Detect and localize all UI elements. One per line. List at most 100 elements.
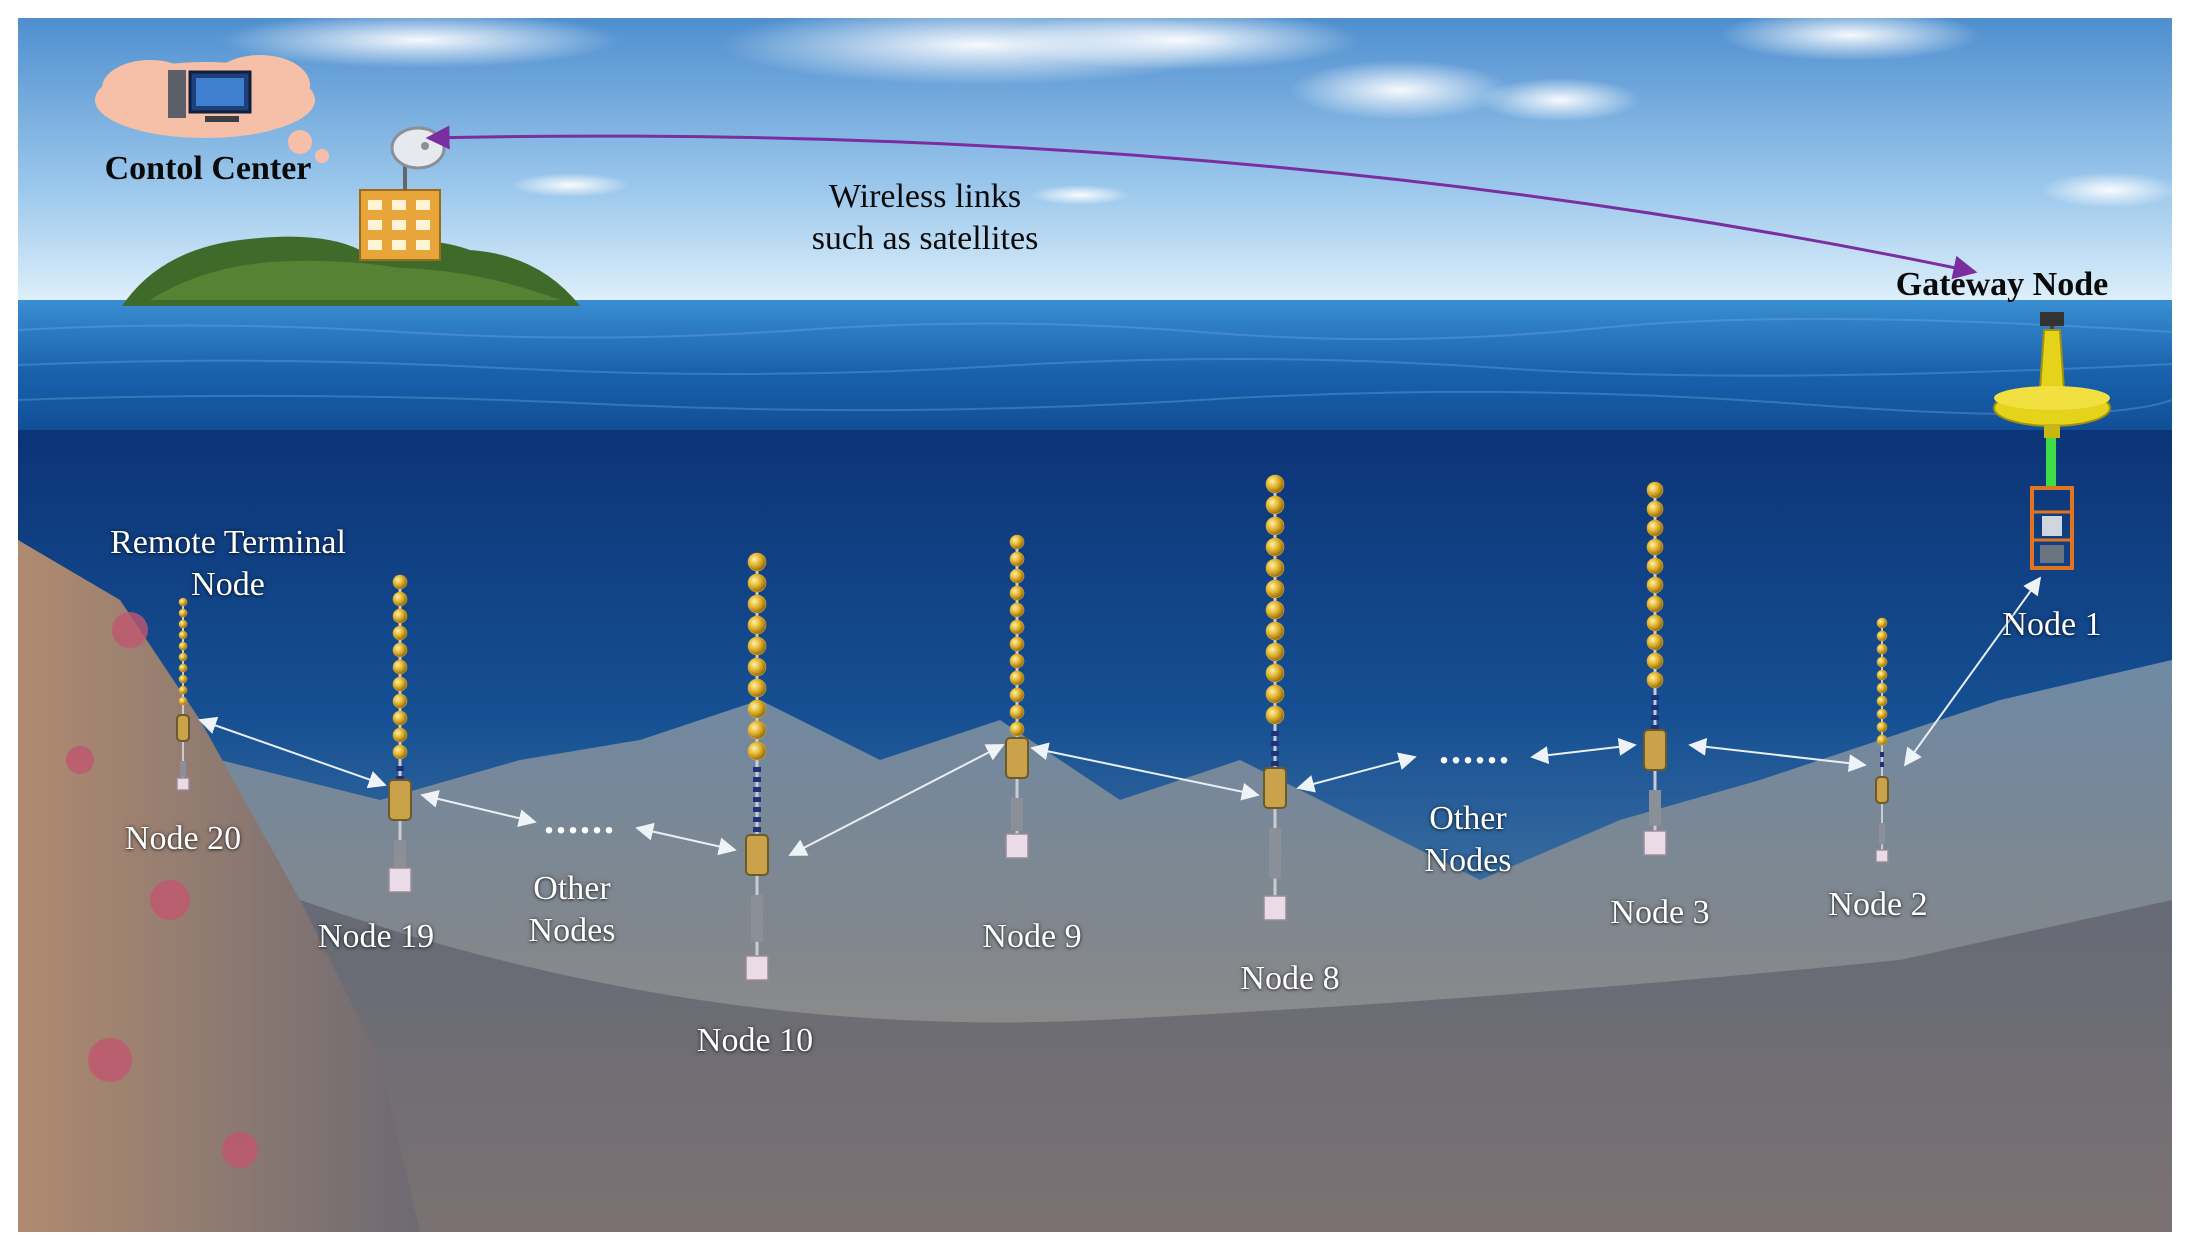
node-20-float [178, 685, 188, 695]
node-8-cable-marker [1271, 751, 1279, 756]
node-19-release [394, 840, 406, 869]
node-10-mooring [745, 552, 769, 981]
node-8-float [1265, 474, 1285, 494]
node-3-float [1646, 633, 1664, 651]
acoustic-link-arrow [1030, 742, 1260, 801]
node-9-float [1009, 653, 1025, 669]
node-10-float [747, 636, 767, 656]
gateway-buoy [1993, 312, 2111, 570]
coral [66, 612, 258, 1168]
node-19-float [392, 574, 408, 590]
other-nodes-right-line1: Other [1429, 800, 1507, 837]
acoustic-link-arrow [1530, 737, 1637, 765]
surface-waves [17, 317, 2173, 416]
acoustic-link-arrow [1296, 752, 1417, 793]
acoustic-links [198, 576, 2042, 856]
node-10-float [747, 699, 767, 719]
node-10-label: Node 10 [696, 1022, 814, 1059]
node-8-float [1265, 705, 1285, 725]
node-2-float [1876, 734, 1888, 746]
node-2-release [1879, 823, 1885, 845]
node-20-float [178, 597, 188, 607]
node-3-cable-marker [1651, 705, 1659, 710]
node-8-float [1265, 495, 1285, 515]
node-9-float [1009, 619, 1025, 635]
node-19-float [392, 676, 408, 692]
node-3-cable-marker [1651, 695, 1659, 700]
node-8-mooring [1263, 474, 1287, 921]
node-10-float [747, 552, 767, 572]
node-3-float [1646, 595, 1664, 613]
node-20-float [178, 652, 188, 662]
node-19-float [392, 744, 408, 760]
node-19-instrument [388, 779, 412, 821]
node-20-float [178, 641, 188, 651]
node-10-cable-marker [753, 767, 761, 772]
node-2-float [1876, 617, 1888, 629]
node-8-float [1265, 537, 1285, 557]
node-20-label: Node 20 [124, 820, 242, 857]
node-19-mooring [388, 574, 412, 893]
node-10-float [747, 741, 767, 761]
node-8-instrument [1263, 767, 1287, 809]
node-2-float [1876, 695, 1888, 707]
node-3-label: Node 3 [1610, 894, 1710, 931]
node-9-float [1009, 704, 1025, 720]
node-19-float [392, 625, 408, 641]
node-3-float [1646, 614, 1664, 632]
node-20-anchor [176, 777, 190, 791]
computer-icon [168, 70, 252, 122]
node-19-float [392, 642, 408, 658]
node-20-float [178, 608, 188, 618]
node-3-float [1646, 519, 1664, 537]
node-10-float [747, 573, 767, 593]
node-3-cable-marker [1651, 715, 1659, 720]
node-8-float [1265, 579, 1285, 599]
node-10-cable-marker [753, 817, 761, 822]
node-20-release [180, 761, 186, 777]
node-2-float [1876, 708, 1888, 720]
node-2-float [1876, 630, 1888, 642]
node-20-mooring [176, 597, 190, 791]
node-10-instrument [745, 834, 769, 876]
gateway-node-label: Gateway Node [1895, 266, 2109, 303]
node-19-label: Node 19 [317, 918, 435, 955]
trench-shadow [300, 900, 2172, 1232]
node-1-label: Node 1 [2002, 606, 2102, 643]
ellipsis-right: ...... [1439, 727, 1511, 772]
node-10-float [747, 594, 767, 614]
node-2-anchor [1875, 849, 1889, 863]
node-3-instrument [1643, 729, 1667, 771]
seabed [18, 660, 2172, 1232]
node-2-float [1876, 643, 1888, 655]
node-10-float [747, 720, 767, 740]
node-8-float [1265, 558, 1285, 578]
remote-terminal-label-line1: Remote Terminal [110, 524, 346, 561]
node-3-float [1646, 500, 1664, 518]
node-10-float [747, 615, 767, 635]
node-9-label: Node 9 [982, 918, 1082, 955]
acoustic-link-arrow [1688, 737, 1867, 773]
node-8-release [1269, 828, 1281, 879]
other-nodes-left-line2: Nodes [528, 912, 616, 949]
node-20-instrument [176, 714, 190, 742]
node-20-float [178, 674, 188, 684]
node-19-cable-marker [396, 776, 404, 781]
node-10-float [747, 657, 767, 677]
node-8-float [1265, 516, 1285, 536]
node-8-float [1265, 621, 1285, 641]
node-8-float [1265, 684, 1285, 704]
node-19-float [392, 710, 408, 726]
node-8-anchor [1263, 895, 1287, 921]
node-9-float [1009, 636, 1025, 652]
control-center-label: Contol Center [104, 150, 312, 187]
node-19-float [392, 591, 408, 607]
node-10-anchor [745, 955, 769, 981]
node-9-instrument [1005, 737, 1029, 779]
node-2-mooring [1875, 617, 1889, 863]
node-8-cable-marker [1271, 741, 1279, 746]
node-20-float [178, 696, 188, 706]
node-9-anchor [1005, 833, 1029, 859]
node-2-instrument [1875, 776, 1889, 804]
